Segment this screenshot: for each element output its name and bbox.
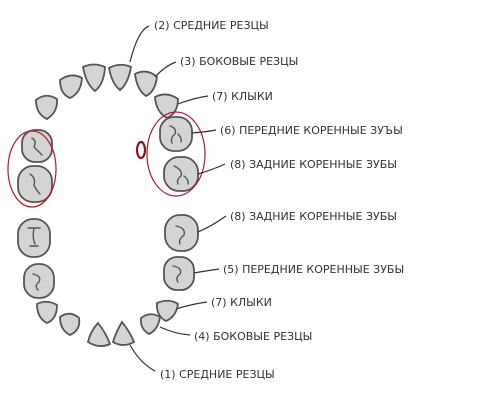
lower-canine-right — [156, 299, 179, 322]
lower-lateral-incisor-left — [59, 312, 81, 336]
label-bottom-canines: (7) КЛЫКИ — [211, 296, 272, 309]
upper-first-molar-left-groove — [31, 137, 43, 156]
lower-canine-left — [36, 300, 58, 324]
lower-second-molar-right-groove — [175, 225, 186, 245]
lower-second-molar-right — [164, 214, 199, 252]
lower-lateral-incisor-right — [140, 313, 161, 336]
leader-top-central-incisors — [129, 25, 150, 63]
label-top-canines: (7) КЛЫКИ — [212, 90, 273, 103]
lower-first-molar-right — [163, 256, 195, 291]
upper-second-molar-left-groove — [29, 173, 41, 195]
label-bottom-second-molars: (8) ЗАДНИЕ КОРЕННЫЕ ЗУБЫ — [230, 210, 397, 223]
upper-first-molar-left — [21, 129, 53, 163]
leader-bottom-lateral-incisors — [159, 326, 191, 336]
highlight-mark-small — [135, 140, 147, 160]
label-bottom-first-molars: (5) ПЕРЕДНИЕ КОРЕННЫЕ ЗУБЫ — [223, 263, 404, 276]
leader-top-lateral-incisors — [154, 61, 177, 78]
upper-lateral-incisor-right — [134, 70, 158, 98]
upper-lateral-incisor-left — [59, 74, 83, 99]
leader-top-first-molars — [191, 129, 217, 134]
labels: (2) СРЕДНИЕ РЕЗЦЫ (3) БОКОВЫЕ РЕЗЦЫ (7) … — [154, 19, 404, 381]
label-top-lateral-incisors: (3) БОКОВЫЕ РЕЗЦЫ — [180, 55, 298, 68]
upper-jaw — [17, 63, 199, 203]
lower-first-molar-right-groove — [172, 265, 182, 283]
highlight-circle-left — [7, 130, 57, 208]
leader-lines — [129, 25, 227, 372]
lower-central-incisor-left — [86, 321, 112, 347]
upper-first-molar-right — [159, 116, 193, 152]
upper-first-molar-right-groove — [169, 125, 182, 144]
upper-central-incisor-left — [81, 63, 106, 93]
label-bottom-central-incisors: (1) СРЕДНИЕ РЕЗЦЫ — [160, 368, 275, 381]
upper-second-molar-right-groove — [173, 165, 189, 185]
label-bottom-lateral-incisors: (4) БОКОВЫЕ РЕЗЦЫ — [194, 330, 312, 343]
label-top-central-incisors: (2) СРЕДНИЕ РЕЗЦЫ — [154, 19, 269, 32]
lower-central-incisor-right — [111, 320, 136, 346]
lower-jaw — [17, 214, 199, 347]
leader-bottom-central-incisors — [129, 344, 156, 372]
leader-top-second-molars — [197, 163, 226, 175]
upper-second-molar-left — [17, 165, 53, 203]
highlight-circle-right — [146, 111, 206, 197]
label-top-second-molars: (8) ЗАДНИЕ КОРЕННЫЕ ЗУБЫ — [230, 158, 397, 171]
upper-canine-left — [35, 94, 58, 121]
lower-first-molar-left-groove — [32, 273, 41, 291]
leader-bottom-canines — [175, 301, 208, 310]
leader-top-canines — [177, 95, 209, 105]
label-top-first-molars: (6) ПЕРЕДНИЕ КОРЕННЫЕ ЗУЪЫ — [220, 124, 403, 137]
leader-bottom-second-molars — [197, 215, 227, 233]
leader-bottom-first-molars — [193, 268, 220, 274]
lower-second-molar-left-groove — [27, 227, 41, 247]
upper-central-incisor-right — [107, 63, 133, 92]
